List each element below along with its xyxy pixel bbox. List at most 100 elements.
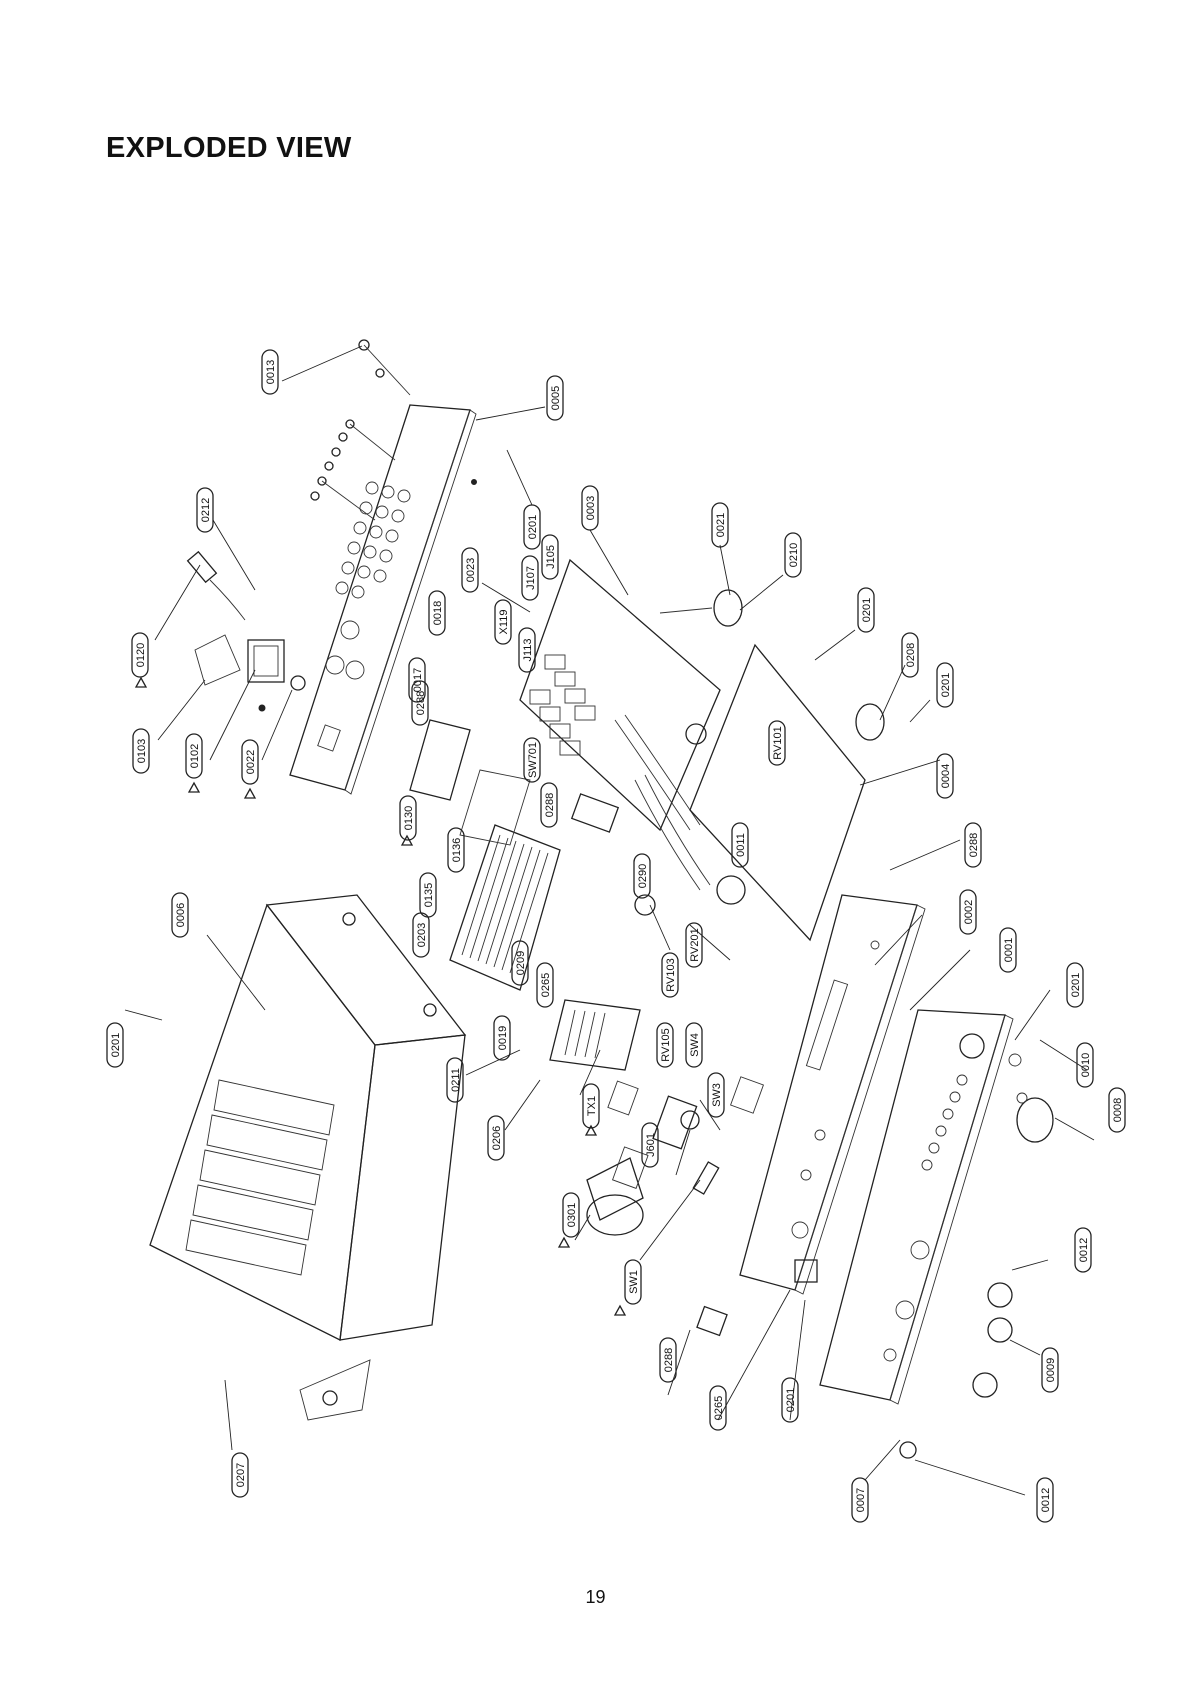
svg-text:0012: 0012 bbox=[1078, 1238, 1090, 1262]
callout: J113 bbox=[518, 627, 536, 673]
svg-text:X119: X119 bbox=[498, 610, 510, 635]
callout: 0004 bbox=[936, 753, 954, 799]
callout: 0201 bbox=[523, 504, 541, 550]
svg-text:0002: 0002 bbox=[963, 900, 975, 924]
callout: 0009 bbox=[1041, 1347, 1059, 1393]
page-title: EXPLODED VIEW bbox=[106, 132, 352, 164]
svg-text:0007: 0007 bbox=[855, 1488, 867, 1512]
rca-jacks bbox=[310, 339, 411, 521]
callout: 0007 bbox=[851, 1477, 869, 1523]
callout: 0120 bbox=[131, 632, 149, 678]
heatsink-assembly bbox=[409, 719, 620, 991]
front-knobs bbox=[899, 1053, 1054, 1459]
switch-assembly bbox=[586, 1076, 818, 1337]
callout: 0203 bbox=[412, 912, 430, 958]
callout: 0102 bbox=[185, 733, 203, 779]
callout: 0103 bbox=[132, 728, 150, 774]
leader-lines bbox=[124, 345, 1095, 1496]
svg-text:SW1: SW1 bbox=[628, 1270, 640, 1294]
callout: J105 bbox=[541, 534, 559, 580]
chassis-frame bbox=[739, 894, 926, 1295]
svg-text:0201: 0201 bbox=[861, 598, 873, 622]
part-callouts: 0013 0005 0201 0212 0120 0103 0102 0022 … bbox=[106, 349, 1126, 1523]
svg-text:0288: 0288 bbox=[968, 833, 980, 857]
callout: 0002 bbox=[959, 889, 977, 935]
svg-text:0003: 0003 bbox=[585, 496, 597, 520]
top-cover bbox=[149, 894, 467, 1421]
svg-text:0201: 0201 bbox=[110, 1033, 122, 1057]
callout: 0201 bbox=[1066, 962, 1084, 1008]
svg-text:TX1: TX1 bbox=[586, 1096, 598, 1116]
callout: 0008 bbox=[1108, 1087, 1126, 1133]
svg-text:RV103: RV103 bbox=[665, 958, 677, 991]
callout: J601 bbox=[641, 1122, 659, 1168]
callout: 0207 bbox=[231, 1452, 249, 1498]
svg-text:0013: 0013 bbox=[265, 360, 277, 384]
svg-text:0006: 0006 bbox=[175, 903, 187, 927]
svg-text:0212: 0212 bbox=[200, 498, 212, 522]
callout: SW701 bbox=[523, 737, 541, 783]
front-panel bbox=[819, 1009, 1014, 1405]
callout: 0288 bbox=[659, 1337, 677, 1383]
callout: 0018 bbox=[428, 590, 446, 636]
callout: TX1 bbox=[582, 1083, 600, 1129]
power-cord-assembly bbox=[186, 550, 306, 712]
callout: 0290 bbox=[633, 853, 651, 899]
callout: RV201 bbox=[685, 922, 703, 968]
svg-text:0102: 0102 bbox=[189, 744, 201, 768]
svg-text:J113: J113 bbox=[522, 638, 534, 661]
svg-text:0210: 0210 bbox=[788, 543, 800, 567]
svg-text:0017: 0017 bbox=[412, 668, 424, 692]
callout: 0017 bbox=[408, 657, 426, 703]
callout: 0013 bbox=[261, 349, 279, 395]
input-pcb bbox=[519, 558, 746, 916]
callout: 0288 bbox=[411, 680, 429, 726]
svg-text:0136: 0136 bbox=[451, 838, 463, 862]
callout: 0010 bbox=[1076, 1042, 1094, 1088]
svg-text:SW701: SW701 bbox=[527, 742, 539, 778]
callout: 0012 bbox=[1036, 1477, 1054, 1523]
callout: RV105 bbox=[656, 1022, 674, 1068]
callout: 0201 bbox=[936, 662, 954, 708]
svg-text:0004: 0004 bbox=[940, 764, 952, 788]
svg-text:0208: 0208 bbox=[905, 643, 917, 667]
callout: 0210 bbox=[784, 532, 802, 578]
callout: 0211 bbox=[446, 1057, 464, 1103]
svg-text:0022: 0022 bbox=[245, 750, 257, 774]
svg-text:J107: J107 bbox=[525, 566, 537, 590]
svg-text:SW3: SW3 bbox=[711, 1083, 723, 1107]
callout: 0022 bbox=[241, 739, 259, 785]
page-number: 19 bbox=[585, 1587, 606, 1607]
callout: 0301 bbox=[562, 1192, 580, 1238]
callout: 0006 bbox=[171, 892, 189, 938]
svg-text:0288: 0288 bbox=[544, 793, 556, 817]
svg-text:0135: 0135 bbox=[423, 883, 435, 907]
svg-text:SW4: SW4 bbox=[689, 1033, 701, 1057]
svg-text:0201: 0201 bbox=[527, 515, 539, 539]
svg-text:0203: 0203 bbox=[416, 923, 428, 947]
callout: RV103 bbox=[661, 952, 679, 998]
svg-text:0209: 0209 bbox=[515, 951, 527, 975]
rear-panel bbox=[289, 404, 477, 795]
callout: 0023 bbox=[461, 547, 479, 593]
svg-text:RV101: RV101 bbox=[772, 726, 784, 759]
svg-text:0130: 0130 bbox=[403, 806, 415, 830]
svg-text:0211: 0211 bbox=[450, 1068, 462, 1092]
svg-text:0201: 0201 bbox=[785, 1388, 797, 1412]
callout: 0011 bbox=[731, 822, 749, 868]
callout: X119 bbox=[494, 599, 512, 645]
callout: 0201 bbox=[857, 587, 875, 633]
callout: 0208 bbox=[901, 632, 919, 678]
callout: 0012 bbox=[1074, 1227, 1092, 1273]
svg-text:0103: 0103 bbox=[136, 739, 148, 763]
svg-text:0023: 0023 bbox=[465, 558, 477, 582]
callout: 0288 bbox=[540, 782, 558, 828]
callout: J107 bbox=[521, 555, 539, 601]
svg-text:0288: 0288 bbox=[415, 691, 427, 715]
callout: 0209 bbox=[511, 940, 529, 986]
svg-text:0120: 0120 bbox=[135, 643, 147, 667]
callout: 0212 bbox=[196, 487, 214, 533]
callout: 0021 bbox=[711, 502, 729, 548]
callout: SW4 bbox=[685, 1022, 703, 1068]
